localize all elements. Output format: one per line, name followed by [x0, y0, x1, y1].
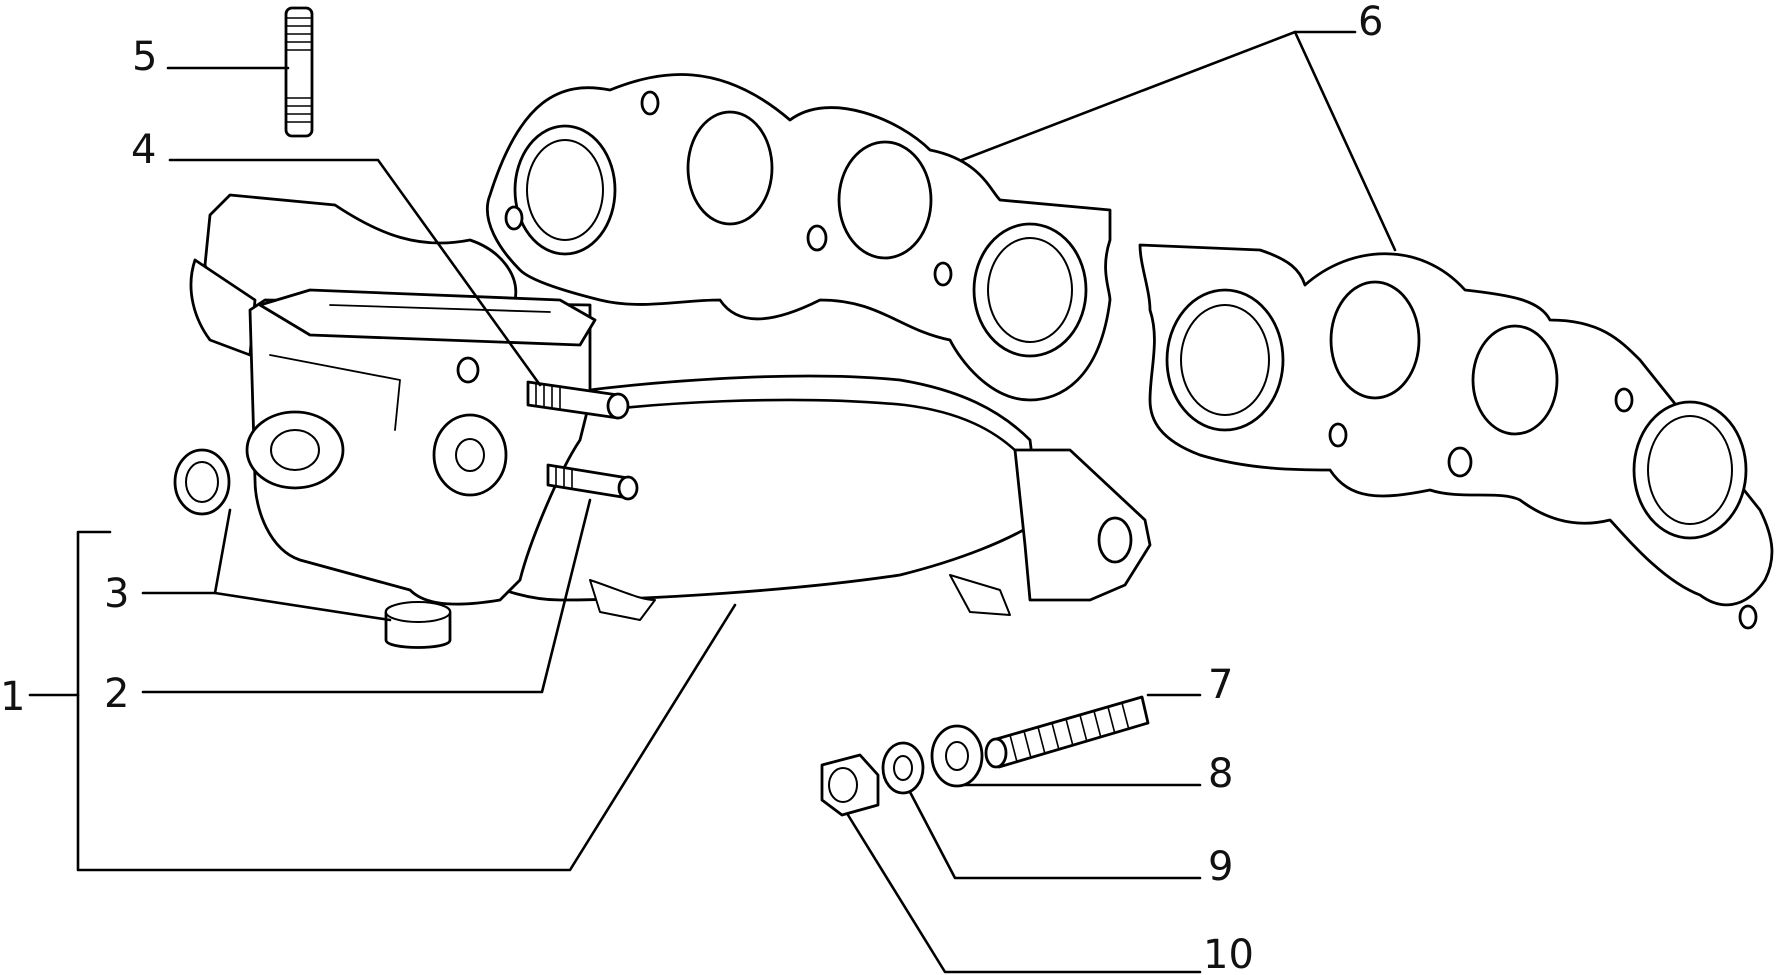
callout-6: 6 — [1358, 0, 1383, 45]
leader-lines — [28, 30, 1397, 974]
callout-10: 10 — [1203, 932, 1254, 975]
plug-cap-part-3 — [384, 601, 452, 649]
callout-4: 4 — [131, 127, 156, 173]
callout-9: 9 — [1208, 844, 1233, 890]
manifold-body — [189, 193, 1152, 621]
callout-8: 8 — [1208, 751, 1233, 797]
callout-1: 1 — [0, 674, 25, 720]
seal-ring-part-3 — [173, 448, 231, 516]
callout-7: 7 — [1208, 662, 1233, 708]
callout-2: 2 — [104, 671, 129, 717]
washer-part-9 — [881, 741, 925, 795]
callout-3: 3 — [104, 571, 129, 617]
nut-part-10 — [820, 753, 880, 817]
stud-part-2 — [546, 463, 639, 501]
gasket-lower — [1138, 243, 1774, 630]
callout-5: 5 — [132, 34, 157, 80]
washer-part-8 — [930, 724, 984, 788]
stud-part-5 — [284, 6, 314, 138]
stud-part-7 — [984, 695, 1150, 769]
gasket-upper — [485, 73, 1112, 402]
callout-labels: 1 2 3 4 5 6 7 8 9 10 — [0, 0, 1383, 975]
stud-part-4 — [526, 380, 630, 420]
